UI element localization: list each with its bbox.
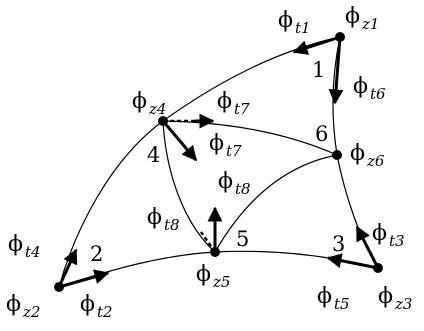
- arrow-t3: [355, 225, 380, 269]
- arrow-t2: [58, 269, 110, 289]
- arrow-t4: [57, 248, 78, 288]
- element-number-2: 2: [90, 242, 104, 266]
- node-z6: [332, 150, 342, 160]
- arrow-t6: [328, 36, 344, 105]
- element-number-6: 6: [315, 122, 329, 146]
- element-number-3: 3: [332, 232, 346, 256]
- node-z4: [158, 116, 168, 126]
- edge-z5-z6: [214, 154, 338, 253]
- arrow-t5: [326, 253, 379, 270]
- node-z1: [335, 32, 345, 42]
- node-z5: [210, 247, 220, 257]
- edge-z4-z5: [162, 120, 216, 253]
- node-z2: [54, 282, 64, 292]
- element-number-5: 5: [236, 227, 250, 251]
- node-z3: [373, 263, 383, 273]
- arrow-t7-diagonal: [161, 120, 198, 162]
- arrow-t1: [292, 35, 341, 55]
- element-number-4: 4: [147, 143, 161, 167]
- element-number-1: 1: [312, 58, 326, 82]
